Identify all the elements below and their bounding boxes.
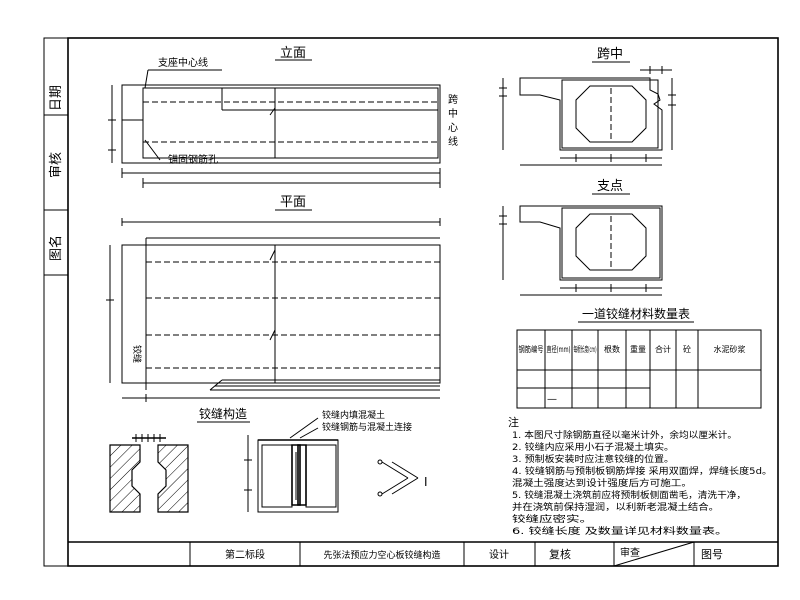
table-header-cell: 重量 <box>630 344 646 354</box>
support-section-title: 支点 <box>597 179 623 194</box>
title-block: 第二标段 先张法预应力空心板铰缝构造 设计 复核 审查 图号 <box>68 541 778 567</box>
note-line: 2. 铰缝内应采用小石子混凝土填实。 <box>512 441 674 453</box>
joint-hatch-left <box>109 444 141 513</box>
table-cell-dash: — <box>547 394 557 405</box>
joint-fill-label-1: 铰缝内填混凝土 <box>322 409 385 421</box>
note-line: 并在浇筑前保持湿润，以利新老混凝土结合。 <box>512 501 719 513</box>
note-line: 5. 铰缝混凝土浇筑前应将预制板侧面凿毛，清洗干净， <box>512 489 746 501</box>
joint-fill-label-2: 铰缝钢筋与混凝土连接 <box>322 421 412 433</box>
note-line: 6. 铰缝长度 及数量详见材料数量表。 <box>512 525 728 537</box>
note-line: 3. 预制板安装时应注意铰缝的位置。 <box>512 453 674 465</box>
plan-title: 平面 <box>280 195 306 210</box>
table-header-cell: 根数 <box>604 344 620 354</box>
material-table-title: 一道铰缝材料数量表 <box>582 306 690 321</box>
span-section-title: 跨中 <box>597 47 623 62</box>
table-header-cell: 水泥砂浆 <box>714 344 746 354</box>
elevation-view: 立面 支座中心线 锚固钢筋孔 跨中心线 <box>108 46 458 188</box>
joint-hatch-right <box>157 444 189 513</box>
drawing-label: 图名 <box>48 235 64 261</box>
notes: 注 1. 本图尺寸除钢筋直径以毫米计外，余均以厘米计。2. 铰缝内应采用小石子混… <box>508 415 772 537</box>
plan-view: 平面 铰缝 <box>106 195 441 402</box>
notes-heading: 注 <box>508 415 519 429</box>
note-line: 铰缝应密实。 <box>512 513 593 525</box>
table-header-cell: 直径(mm) <box>547 344 571 354</box>
table-header-cell: 钢筋编号 <box>519 344 544 354</box>
joint-detail-title: 铰缝构造 <box>199 406 247 421</box>
inner-frame <box>67 37 779 567</box>
designer-label: 设计 <box>489 548 509 561</box>
table-header-cell: 合计 <box>655 344 671 354</box>
note-line: 混凝土强度达到设计强度后方可施工。 <box>512 477 692 489</box>
span-center-label: 跨中心线 <box>448 94 458 148</box>
span-section: 跨中 <box>499 47 676 166</box>
elevation-title: 立面 <box>280 46 306 61</box>
sym-mark: I <box>424 475 428 489</box>
note-line: 1. 本图尺寸除钢筋直径以毫米计外，余均以厘米计。 <box>512 429 737 441</box>
drawing-name: 先张法预应力空心板铰缝构造 <box>323 549 440 561</box>
date-label: 日期 <box>49 85 64 111</box>
left-margin-labels: 日期 审核 图名 <box>44 85 68 276</box>
table-header-cell: 每根长度(cm) <box>574 344 597 354</box>
approval-label: 审核 <box>49 152 64 178</box>
support-line-label: 支座中心线 <box>158 56 208 69</box>
anchor-hole-label: 锚固钢筋孔 <box>168 153 218 166</box>
reviewer-label: 复核 <box>549 547 571 561</box>
table-header-cell: 砼 <box>683 344 691 354</box>
support-section: 支点 <box>499 179 663 296</box>
plan-side-note: 铰缝 <box>131 345 143 363</box>
table-columns <box>544 330 699 408</box>
checker-label: 审查 <box>620 546 640 559</box>
material-table: 一道铰缝材料数量表 钢筋编号直径(mm)每根长度(cm)根数重量合计砼水泥砂浆 … <box>516 306 762 409</box>
table-headers: 钢筋编号直径(mm)每根长度(cm) 根数重量合计 砼 水泥砂浆 <box>519 344 746 354</box>
sheet-number-label: 图号 <box>701 548 723 561</box>
project-name: 第二标段 <box>225 548 265 561</box>
joint-detail: 铰缝构造 铰缝内填混凝土 铰缝钢筋与混凝土连接 I <box>109 406 428 513</box>
note-line: 4. 铰缝钢筋与预制板钢筋焊接 采用双面焊，焊缝长度5d。 <box>512 465 772 477</box>
